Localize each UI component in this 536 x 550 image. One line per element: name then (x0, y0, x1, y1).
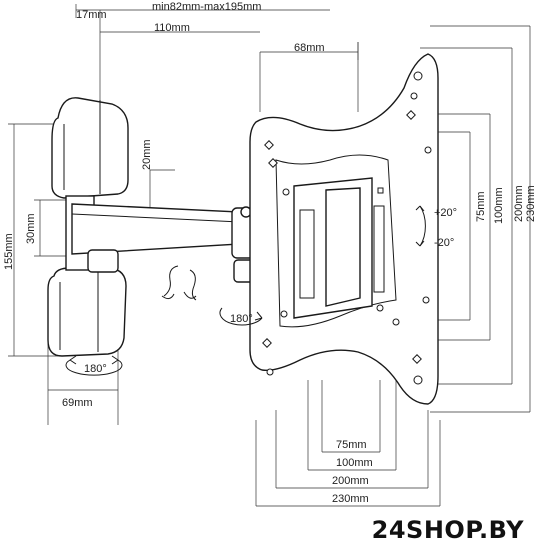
dim-arm-height: 20mm (141, 139, 153, 170)
vesa-plate (249, 53, 439, 405)
dim-arm-offset: 17mm (76, 9, 107, 21)
dim-vesa-v-230: 230mm (525, 185, 536, 222)
dim-arm-length: 110mm (154, 22, 190, 34)
dim-vesa-h-230: 230mm (332, 493, 369, 505)
dim-vesa-h-75: 75mm (336, 439, 367, 451)
dim-plate-depth: 68mm (294, 42, 325, 54)
rotation-arrows (65, 205, 426, 376)
dim-wall-plate-width: 69mm (62, 397, 93, 409)
watermark-logo: 24SHOP.BY (371, 516, 524, 544)
wall-bracket (47, 97, 129, 357)
dim-wall-plate-height: 155mm (3, 233, 15, 270)
top-dimension-lines (75, 4, 359, 112)
dim-extension-range: min82mm-max195mm (152, 1, 261, 13)
tilt-up-label: +20° (434, 207, 457, 219)
rotation-labels: +20° -20° 180° 180° (84, 207, 457, 375)
dim-vesa-v-75: 75mm (475, 191, 487, 222)
dim-vesa-h-100: 100mm (336, 457, 373, 469)
dim-vesa-h-200: 200mm (332, 475, 369, 487)
dim-vesa-v-100: 100mm (493, 187, 505, 224)
dimension-labels: 17mm min82mm-max195mm 110mm 68mm 20mm 30… (3, 1, 536, 505)
dim-vesa-v-200: 200mm (513, 185, 525, 222)
dim-arm-thickness: 30mm (25, 213, 37, 244)
bottom-dimension-lines (255, 380, 441, 507)
swivel-joint-label: 180° (230, 313, 253, 325)
swivel-wall-label: 180° (84, 363, 107, 375)
tilt-down-label: -20° (434, 237, 454, 249)
